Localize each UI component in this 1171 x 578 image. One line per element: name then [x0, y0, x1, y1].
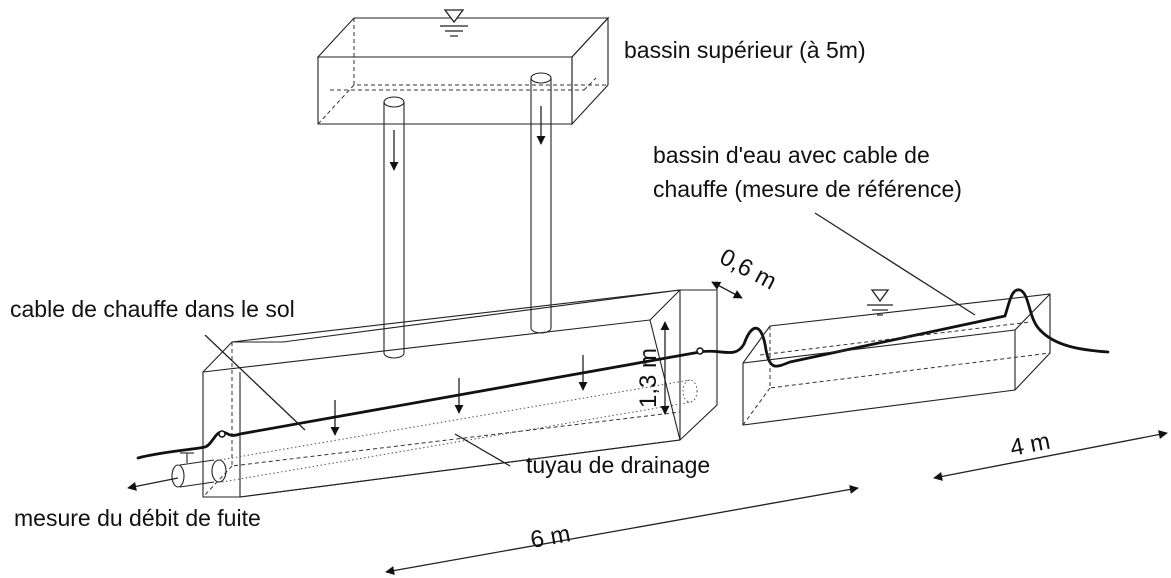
- dimension-arrow-4m: [933, 430, 1168, 481]
- dimension-label-height: 1,3 m: [635, 348, 662, 408]
- supply-pipe-right: [530, 72, 552, 334]
- water-level-icon: [440, 9, 468, 37]
- label-cable-in-soil: cable de chauffe dans le sol: [10, 296, 295, 322]
- dimension-label-6m: 6 m: [528, 520, 572, 554]
- leader-drain-pipe: [454, 433, 511, 467]
- reference-basin: [742, 289, 1051, 426]
- leak-flow-arrow: [127, 477, 179, 491]
- leader-cable-in-soil: [204, 334, 306, 431]
- label-reference-basin-line2: chauffe (mesure de référence): [653, 176, 962, 202]
- label-drain-pipe: tuyau de drainage: [526, 452, 710, 478]
- water-level-icon: [867, 289, 893, 316]
- label-upper-basin: bassin supérieur (à 5m): [624, 37, 866, 63]
- leader-reference-basin: [814, 212, 976, 316]
- label-leak-flow: mesure du débit de fuite: [14, 505, 261, 531]
- upper-basin: [316, 9, 610, 126]
- dimension-arrow-6m: [385, 484, 859, 576]
- label-reference-basin-line1: bassin d'eau avec cable de: [653, 142, 930, 168]
- dimension-arrow-gap: [711, 281, 743, 299]
- drain-pipe: [171, 379, 698, 488]
- heating-cable: [136, 288, 1110, 460]
- dimension-label-gap: 0,6 m: [715, 243, 781, 295]
- supply-pipe-left: [383, 96, 405, 359]
